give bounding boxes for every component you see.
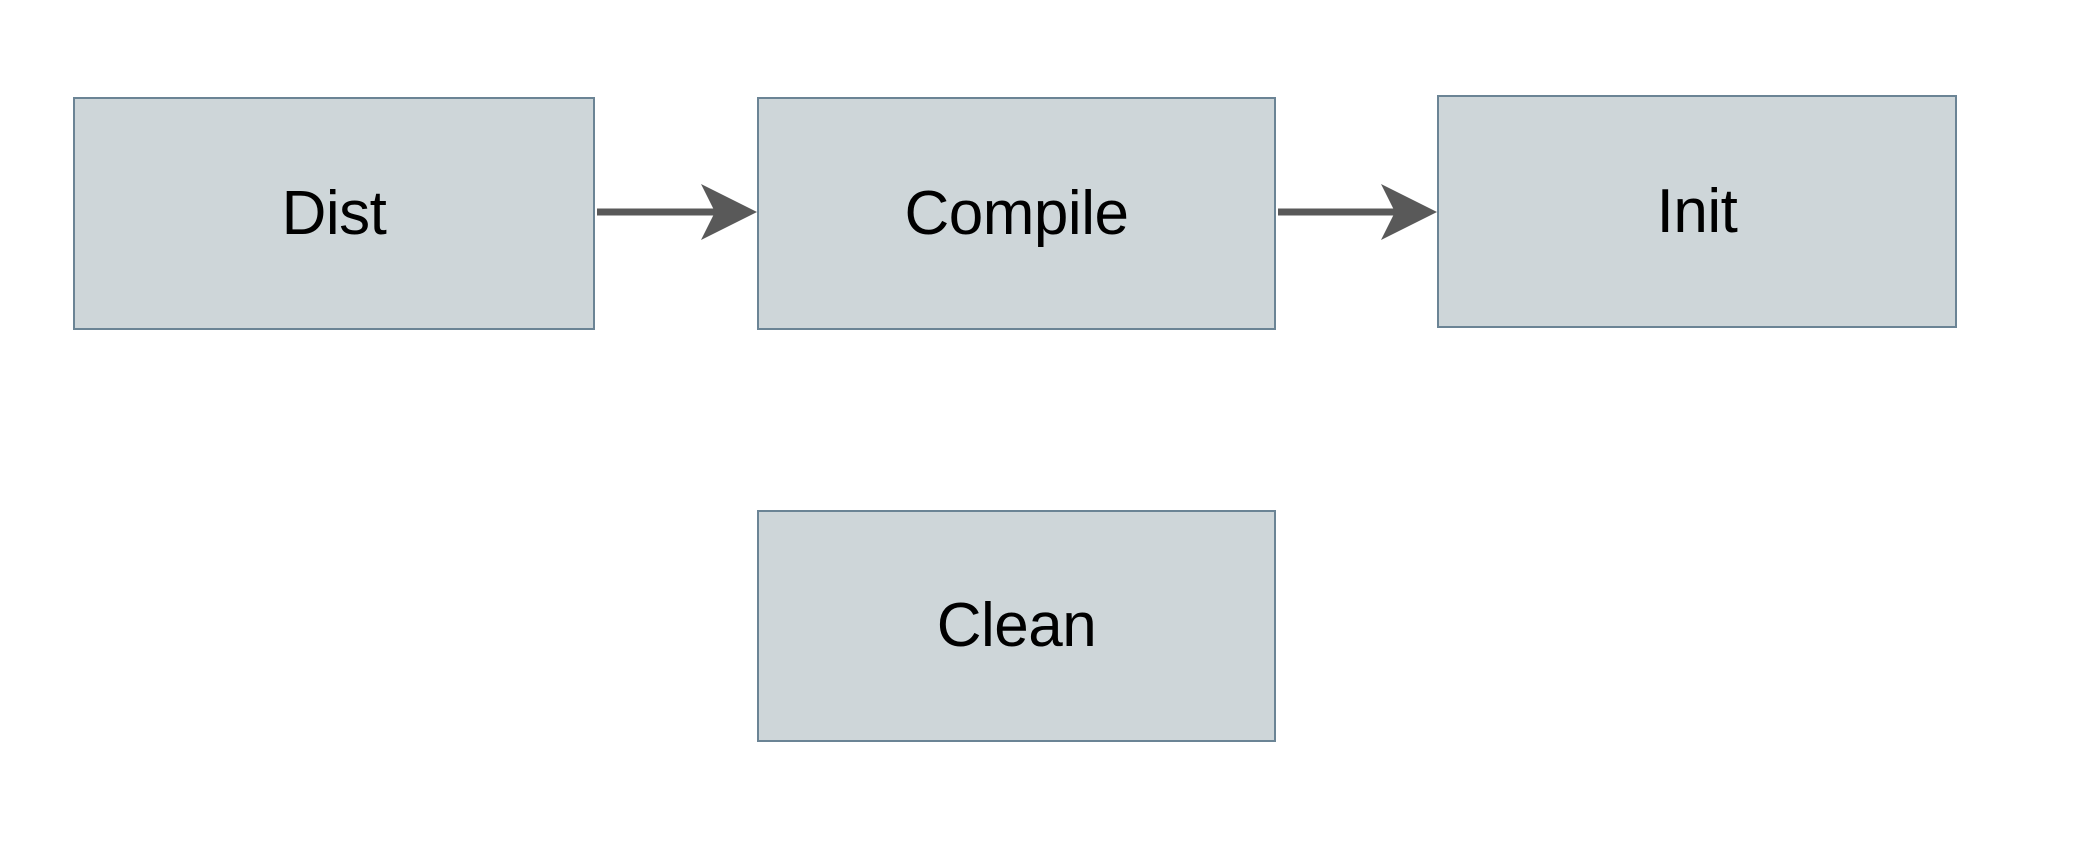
node-dist-label: Dist (281, 178, 387, 248)
edge-compile-to-init[interactable] (1278, 184, 1437, 240)
node-clean[interactable]: Clean (757, 510, 1276, 742)
node-init-label: Init (1656, 176, 1738, 246)
edge-compile-to-init-arrowhead (1381, 184, 1437, 240)
edge-dist-to-compile[interactable] (597, 184, 757, 240)
node-compile-label: Compile (904, 178, 1129, 248)
node-compile[interactable]: Compile (757, 97, 1276, 330)
node-init[interactable]: Init (1437, 95, 1957, 328)
node-dist[interactable]: Dist (73, 97, 595, 330)
node-clean-label: Clean (936, 591, 1097, 660)
edge-dist-to-compile-arrowhead (701, 184, 757, 240)
